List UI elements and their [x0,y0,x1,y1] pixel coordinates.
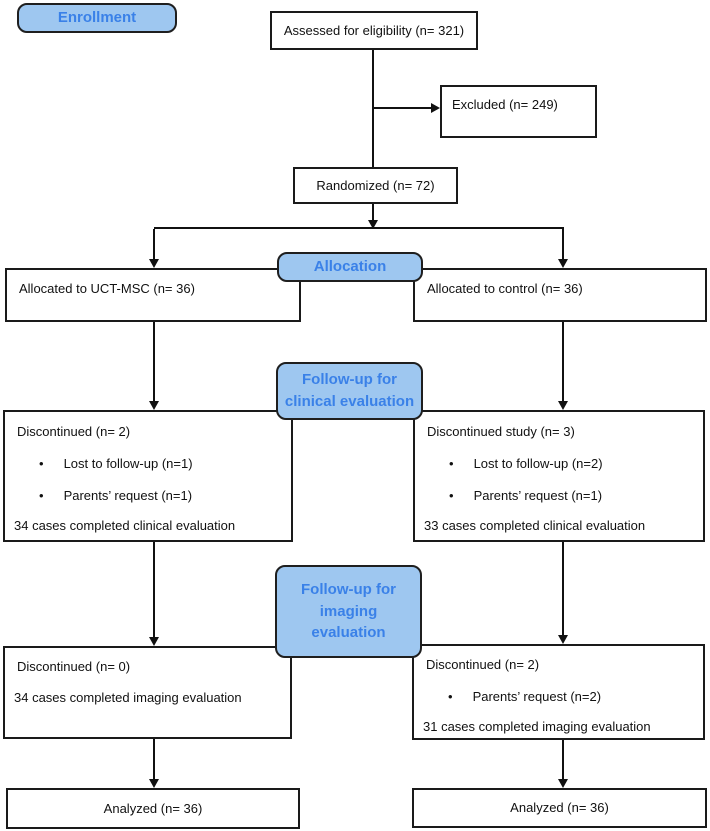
box-analyzed-control: Analyzed (n= 36) [412,788,707,828]
box-assessed-text: Assessed for eligibility (n= 321) [283,22,465,38]
imaging-control-title: Discontinued (n= 2) [426,657,540,672]
box-analyzed-control-text: Analyzed (n= 36) [510,800,609,815]
arrowhead-excluded [431,103,440,113]
box-analyzed-uctmsc-text: Analyzed (n= 36) [103,800,203,816]
connector-imaging-analyzed-left [153,739,155,779]
list-item: Parents’ request (n=1) [449,489,703,503]
bullet-icon [39,457,44,471]
stage-enrollment-label: Enrollment [57,9,137,27]
clinical-control-bullet-1: Lost to follow-up (n=2) [473,456,603,471]
box-randomized: Randomized (n= 72) [293,167,458,204]
list-item: Lost to follow-up (n=2) [449,457,703,471]
box-excluded: Excluded (n= 249) [440,85,597,138]
connector-randomized-branch [372,203,374,220]
stage-followup-clinical: Follow-up for clinical evaluation [276,362,423,420]
connector-branch-horizontal [154,227,564,229]
stage-followup-clinical-line2: clinical evaluation [284,393,415,410]
bullet-icon [448,690,453,704]
imaging-control-bullet-1: Parents’ request (n=2) [472,689,602,704]
box-allocated-control: Allocated to control (n= 36) [413,268,707,322]
arrowhead-imaging-uctmsc [149,637,159,646]
imaging-uctmsc-title: Discontinued (n= 0) [17,659,131,674]
box-imaging-discontinued-uctmsc: Discontinued (n= 0) 34 cases completed i… [3,646,292,739]
arrowhead-clinical-uctmsc [149,401,159,410]
bullet-icon [39,489,44,503]
clinical-uctmsc-title: Discontinued (n= 2) [17,424,131,439]
list-item: Parents’ request (n=2) [448,690,703,704]
box-excluded-text: Excluded (n= 249) [452,97,558,112]
box-allocated-uctmsc-text: Allocated to UCT-MSC (n= 36) [19,281,195,296]
box-allocated-uctmsc: Allocated to UCT-MSC (n= 36) [5,268,301,322]
clinical-uctmsc-footer: 34 cases completed clinical evaluation [14,518,236,533]
stage-followup-imaging-line2: imaging [319,602,378,620]
connector-to-excluded [373,107,431,109]
clinical-uctmsc-bullet-1: Lost to follow-up (n=1) [63,456,193,471]
clinical-control-bullet-2: Parents’ request (n=1) [473,488,603,503]
arrowhead-branch [368,220,378,229]
box-assessed: Assessed for eligibility (n= 321) [270,11,478,50]
box-randomized-text: Randomized (n= 72) [316,177,435,193]
clinical-uctmsc-bullet-2: Parents’ request (n=1) [63,488,193,503]
list-item: Lost to follow-up (n=1) [39,457,291,471]
bullet-icon [449,457,454,471]
list-item: Parents’ request (n=1) [39,489,291,503]
arrowhead-imaging-control [558,635,568,644]
connector-allocated-clinical-right [562,322,564,401]
arrowhead-clinical-control [558,401,568,410]
box-analyzed-uctmsc: Analyzed (n= 36) [6,788,300,829]
imaging-uctmsc-footer: 34 cases completed imaging evaluation [14,690,242,705]
stage-followup-imaging-line1: Follow-up for [301,580,396,598]
stage-followup-clinical-line1: Follow-up for [302,371,397,389]
connector-clinical-imaging-right [562,542,564,635]
stage-allocation-label: Allocation [313,258,387,276]
clinical-control-title: Discontinued study (n= 3) [427,424,575,439]
box-allocated-control-text: Allocated to control (n= 36) [427,281,583,296]
stage-enrollment: Enrollment [17,3,177,33]
box-imaging-discontinued-control: Discontinued (n= 2) Parents’ request (n=… [412,644,705,740]
clinical-control-footer: 33 cases completed clinical evaluation [424,518,646,533]
box-clinical-discontinued-control: Discontinued study (n= 3) Lost to follow… [413,410,705,542]
arrowhead-analyzed-uctmsc [149,779,159,788]
arrowhead-allocated-uctmsc [149,259,159,268]
bullet-icon [449,489,454,503]
connector-imaging-analyzed-right [562,740,564,779]
arrowhead-allocated-control [558,259,568,268]
stage-followup-imaging: Follow-up for imaging evaluation [275,565,422,658]
connector-clinical-imaging-left [153,542,155,637]
stage-allocation: Allocation [277,252,423,282]
arrowhead-analyzed-control [558,779,568,788]
imaging-control-footer: 31 cases completed imaging evaluation [423,719,651,734]
connector-allocated-clinical-left [153,322,155,401]
connector-branch-left [153,229,155,259]
connector-branch-right [562,229,564,259]
stage-followup-imaging-line3: evaluation [311,624,386,642]
box-clinical-discontinued-uctmsc: Discontinued (n= 2) Lost to follow-up (n… [3,410,293,542]
